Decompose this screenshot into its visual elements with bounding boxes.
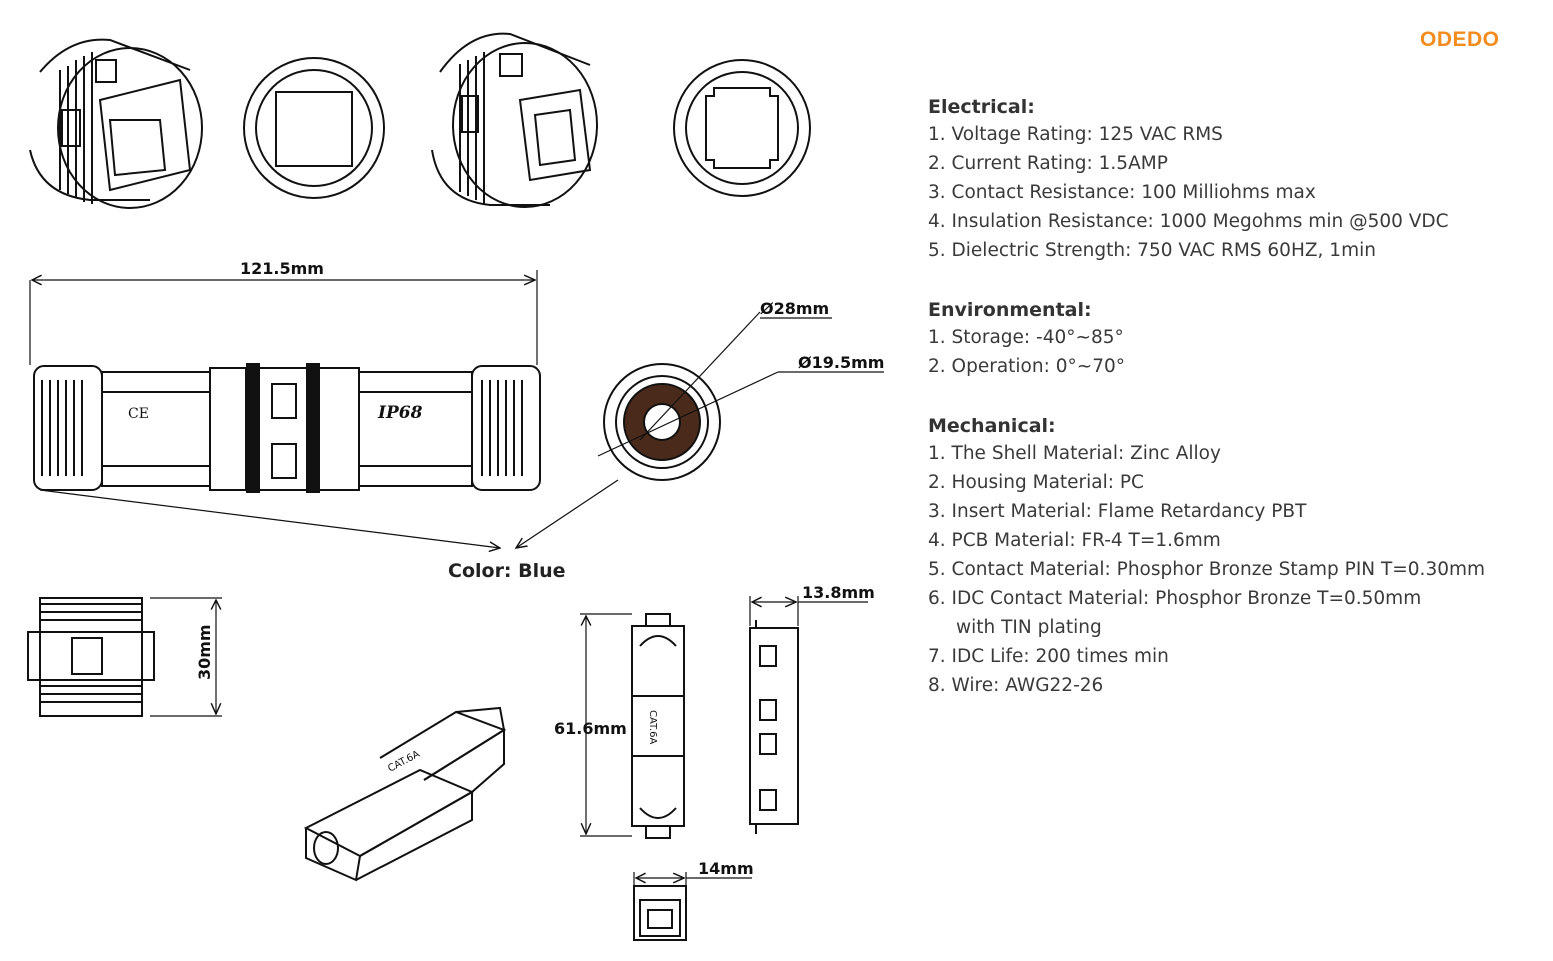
module-width-dimension [633,872,752,886]
cap-side-view [27,597,155,717]
length-dimension [29,270,538,365]
module-depth-label: 13.8mm [802,583,875,602]
keystone-module-3d: CAT.6A [303,706,507,882]
module-width-label: 14mm [698,859,754,878]
mechanical-item: 8. Wire: AWG22-26 [928,675,1104,696]
specifications-panel: Electrical: 1. Voltage Rating: 125 VAC R… [928,96,1548,734]
mechanical-heading: Mechanical: [928,415,1056,437]
height-dimension-label: 30mm [195,624,214,680]
module-length-dimension [580,613,632,837]
environmental-item: 1. Storage: -40°~85° [928,327,1124,348]
cap-3d-view-front [29,38,203,209]
module-end-view [633,885,687,941]
electrical-item: 2. Current Rating: 1.5AMP [928,153,1168,174]
environmental-item: 2. Operation: 0°~70° [928,356,1126,377]
length-dimension-label: 121.5mm [240,259,324,278]
environmental-heading: Environmental: [928,299,1092,321]
mechanical-item: 2. Housing Material: PC [928,472,1144,493]
environmental-section: Environmental: 1. Storage: -40°~85° 2. O… [928,299,1548,381]
socket-front-face [673,59,811,197]
mechanical-item: 5. Contact Material: Phosphor Bronze Sta… [928,559,1486,580]
height-dimension [150,597,222,717]
color-callout-lines [39,479,619,548]
technical-drawing: 121.5mm CE IP68 [27,32,884,941]
electrical-section: Electrical: 1. Voltage Rating: 125 VAC R… [928,96,1548,265]
mechanical-item: 6. IDC Contact Material: Phosphor Bronze… [928,588,1422,609]
electrical-item: 5. Dielectric Strength: 750 VAC RMS 60HZ… [928,240,1376,261]
mechanical-item: with TIN plating [956,617,1102,638]
inner-diameter-label: Ø19.5mm [798,353,884,372]
connector-side-view [33,363,541,493]
module-depth-dimension [749,596,868,626]
module-length-label: 61.6mm [554,719,627,738]
ce-mark: CE [128,406,149,422]
ip-rating-mark: IP68 [377,403,423,423]
module-front-view: CAT.6A [631,613,685,839]
cap-front-face [243,57,385,199]
mechanical-item: 1. The Shell Material: Zinc Alloy [928,443,1221,464]
mechanical-section: Mechanical: 1. The Shell Material: Zinc … [928,415,1548,700]
socket-3d-view [431,32,598,208]
electrical-heading: Electrical: [928,96,1035,118]
outer-diameter-label: Ø28mm [760,299,829,318]
electrical-item: 4. Insulation Resistance: 1000 Megohms m… [928,211,1449,232]
cat-marking-front: CAT.6A [647,710,658,745]
mechanical-item: 7. IDC Life: 200 times min [928,646,1169,667]
mechanical-item: 4. PCB Material: FR-4 T=1.6mm [928,530,1221,551]
mechanical-item: 3. Insert Material: Flame Retardancy PBT [928,501,1307,522]
module-side-view [749,620,799,834]
connector-end-section [597,311,884,481]
brand-logo: ODEDO [1420,28,1500,51]
electrical-item: 1. Voltage Rating: 125 VAC RMS [928,124,1223,145]
color-label: Color: Blue [448,560,566,582]
electrical-item: 3. Contact Resistance: 100 Milliohms max [928,182,1316,203]
